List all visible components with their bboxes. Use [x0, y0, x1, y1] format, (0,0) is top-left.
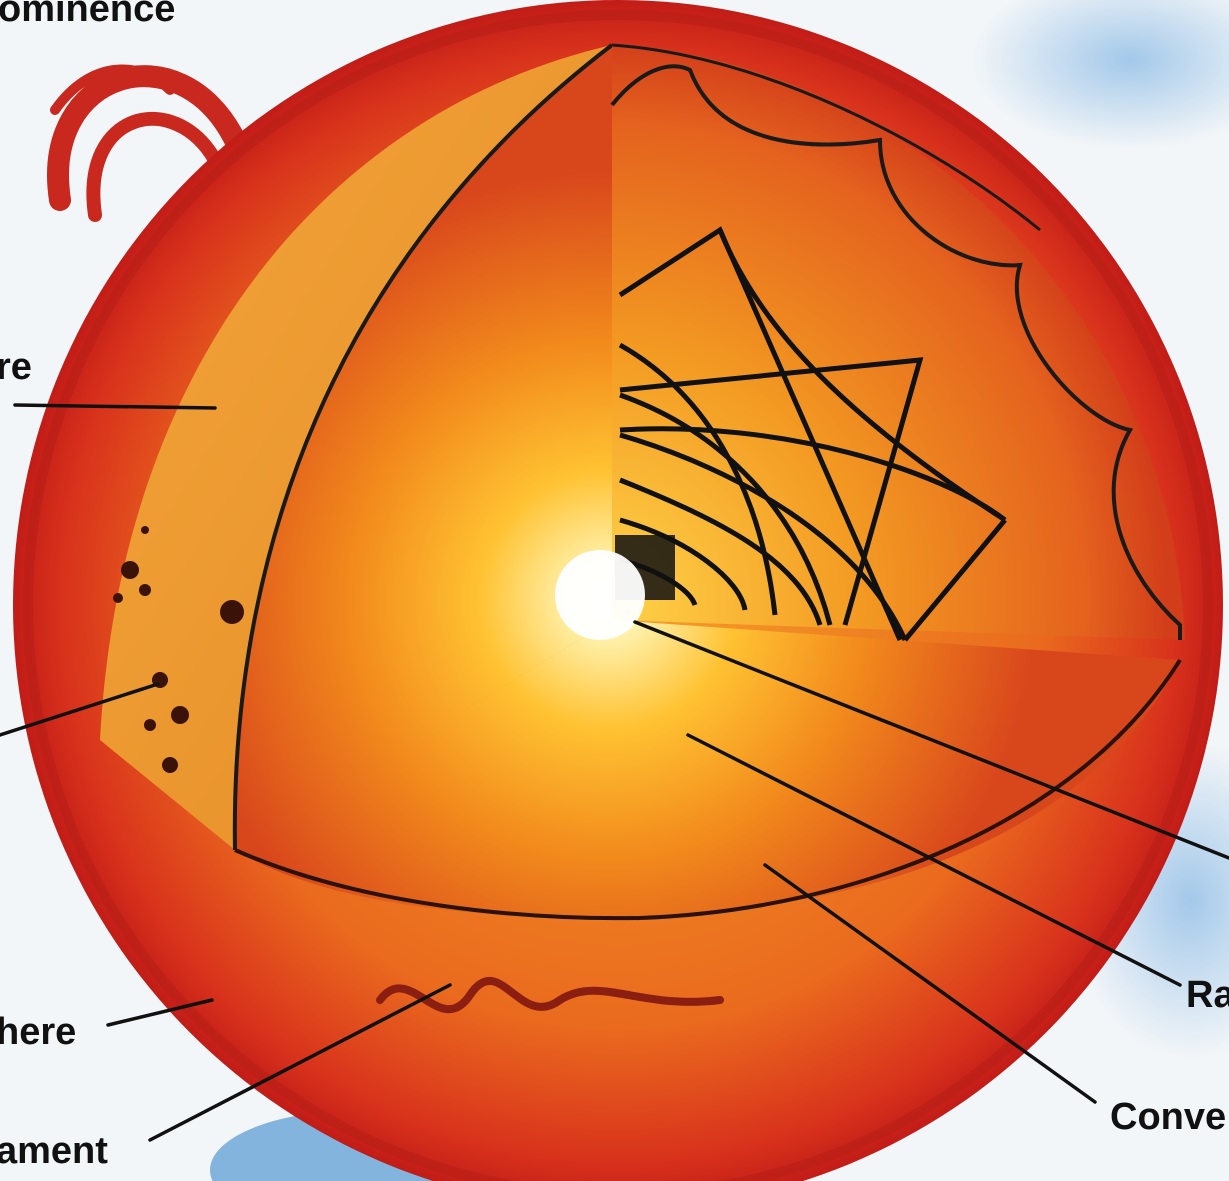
sky-cloud: [970, 0, 1229, 150]
convection-zone-label: Conve: [1110, 1098, 1226, 1136]
filament-label: ament: [0, 1132, 108, 1170]
radiative-zone-label: Ra: [1186, 976, 1229, 1014]
photosphere-label: here: [0, 1013, 76, 1051]
chromosphere-label: re: [0, 348, 32, 386]
prominence-label: ominence: [0, 0, 175, 28]
core-glow: [555, 550, 645, 640]
